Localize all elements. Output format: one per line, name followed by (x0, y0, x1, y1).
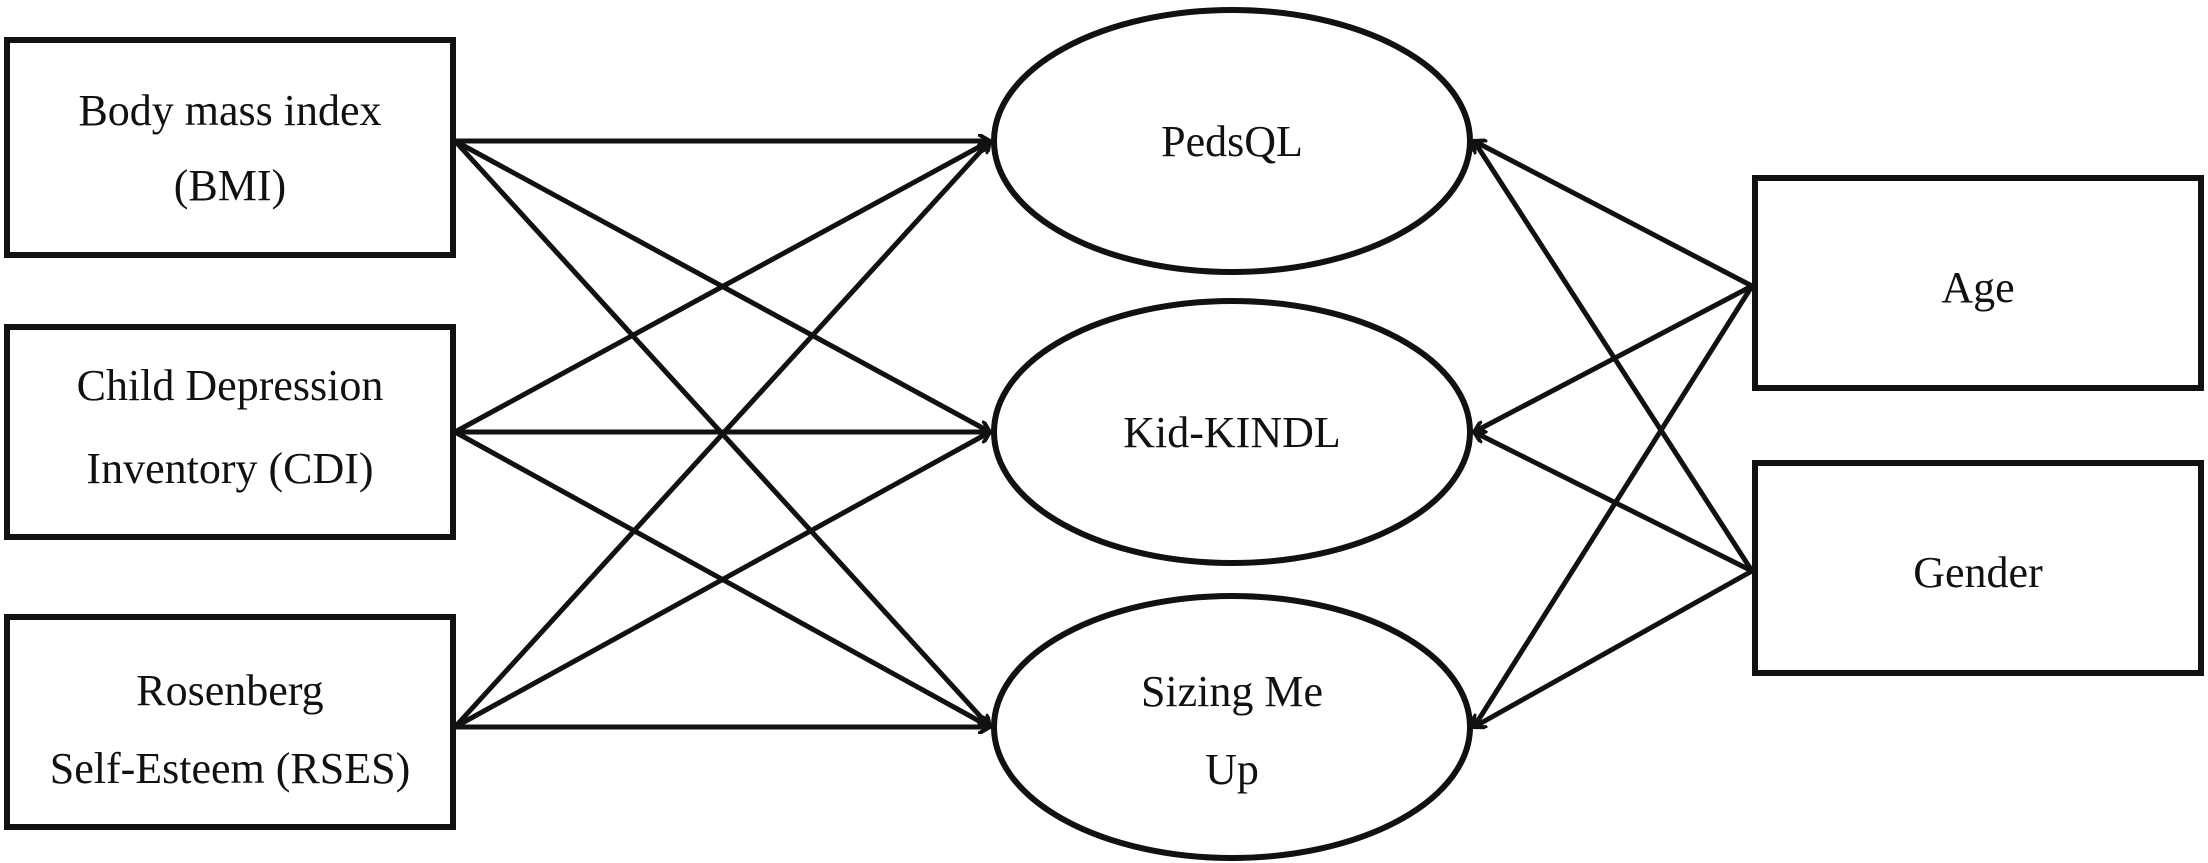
node-cdi-line-2: Inventory (CDI) (86, 444, 373, 493)
node-pedsql-line-1: PedsQL (1161, 117, 1303, 166)
node-rses-line-1: Rosenberg (136, 666, 323, 715)
node-bmi: Body mass index (BMI) (4, 37, 456, 258)
node-age: Age (1752, 175, 2204, 391)
edge-age-to-pedsql (1474, 141, 1754, 289)
node-smu-line-1: Sizing Me (1141, 667, 1323, 716)
node-cdi-line-1: Child Depression (77, 361, 384, 410)
edge-gender-to-smu (1474, 568, 1754, 727)
node-age-line-1: Age (1941, 263, 2014, 312)
edges-layer (453, 141, 1755, 730)
node-pedsql: PedsQL (991, 7, 1473, 275)
node-rses: Rosenberg Self-Esteem (RSES) (4, 614, 456, 830)
node-kindl: Kid-KINDL (991, 298, 1473, 566)
edge-rses-to-kindl (453, 432, 990, 730)
node-gender-line-1: Gender (1913, 548, 2043, 597)
node-bmi-line-2: (BMI) (174, 161, 286, 210)
edge-rses-to-pedsql (453, 141, 990, 729)
node-smu: Sizing Me Up (991, 593, 1473, 861)
node-smu-line-2: Up (1205, 745, 1259, 794)
node-rses-line-2: Self-Esteem (RSES) (50, 744, 411, 793)
edge-cdi-to-pedsql (453, 141, 990, 435)
node-bmi-line-1: Body mass index (78, 86, 381, 135)
edge-gender-to-kindl (1474, 432, 1754, 574)
node-cdi: Child Depression Inventory (CDI) (4, 324, 456, 540)
node-gender: Gender (1752, 460, 2204, 676)
edge-age-to-smu (1474, 284, 1755, 727)
node-kindl-line-1: Kid-KINDL (1123, 408, 1341, 457)
edge-gender-to-pedsql (1474, 141, 1755, 573)
